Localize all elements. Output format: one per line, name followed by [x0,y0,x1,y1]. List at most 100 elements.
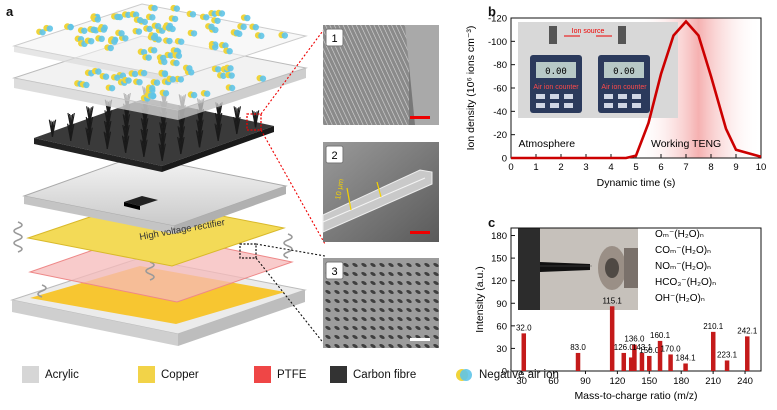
negative-air-ion [170,4,181,12]
counter-reading-right: 0.00 [613,67,635,77]
spectrum-bar [521,333,527,371]
negative-air-ion [225,71,235,79]
bar-value-label: 143.1 [632,343,653,352]
negative-air-ion [97,25,108,33]
negative-air-ion [105,84,116,92]
bar-value-label: 126.0 [614,343,635,352]
negative-air-ion [200,90,211,97]
legend-label: Carbon fibre [353,368,417,381]
bar-value-label: 223.1 [717,350,738,359]
panel-label-b: b [488,4,496,19]
legend-swatch [254,366,271,383]
legend-swatch [22,366,39,383]
zoom-connectors [255,27,326,346]
y-tick-label-c: 30 [496,344,507,355]
bar-value-label: 170.0 [661,344,682,353]
spectrum-bar [683,363,688,371]
negative-air-ions [36,4,289,102]
panel-label-c: c [488,215,496,230]
negative-air-ion [278,31,289,39]
brush-electrode-photo [518,228,638,310]
legend-item-ptfe: PTFE [254,366,306,383]
negative-air-ion [164,51,175,59]
y-tick-label-c: 120 [491,276,507,287]
bar-value-label: 150.0 [639,346,660,355]
spring-coils [13,221,293,298]
negative-air-ion [205,23,215,30]
y-tick-label-b: -60 [493,84,507,95]
negative-air-ion [110,74,121,81]
inset-number-1: 1 [331,33,337,45]
counter-label-left: Air ion counter [533,84,579,91]
negative-air-ion [137,48,148,56]
fibre-diameter-annotation: 10 μm [333,178,346,200]
negative-air-ion [249,23,259,31]
legend-label: PTFE [277,368,307,381]
y-axis-label-b: Ion density (10⁶ ions cm⁻³) [465,26,477,151]
x-tick-label-c: 240 [737,376,753,387]
negative-air-ion [158,69,169,77]
ion-density-series-line [511,19,762,160]
negative-air-ion [122,76,132,84]
bar-value-label: 83.0 [570,343,586,352]
negative-air-ion [95,35,105,43]
bar-value-label: 115.1 [602,296,622,305]
x-tick-label-b: 5 [633,162,638,173]
negative-air-ion [43,24,54,32]
region-label-atmosphere: Atmosphere [519,138,576,150]
negative-air-ion [166,75,177,83]
negative-air-ion [87,26,97,33]
spectrum-bar [639,352,645,371]
spectrum-bar [628,357,634,371]
legend-label: Acrylic [45,368,79,381]
negative-air-ion [237,23,247,31]
negative-air-ion [133,16,144,24]
legend-swatch [330,366,347,383]
x-axis-label-b: Dynamic time (s) [597,177,676,189]
negative-air-ion [132,27,143,35]
bar-value-label: 136.0 [624,335,645,344]
x-tick-label-b: 1 [533,162,538,173]
y-tick-label-c: 60 [496,321,507,332]
legend-item-carbon-fibre: Carbon fibre [330,366,416,383]
negative-air-ion [225,84,236,92]
negative-air-ion [36,28,46,36]
negative-air-ion [230,29,241,37]
legend-item-acrylic: Acrylic [22,366,79,383]
x-tick-label-b: 10 [756,162,767,173]
x-tick-label-b: 6 [658,162,663,173]
negative-air-ion [187,91,198,99]
bar-value-label: 242.1 [737,326,758,335]
y-tick-label-b: -40 [493,107,507,118]
negative-air-ion [143,25,153,33]
panel-label-a: a [6,4,14,19]
negative-air-ion [174,38,185,45]
spectrum-bar [724,360,730,371]
carbon-fibre-layer [34,98,274,172]
negative-air-ion [129,11,140,18]
x-tick-label-c: 180 [673,376,689,387]
bar-value-label: 160.1 [650,331,671,340]
x-tick-label-b: 9 [733,162,738,173]
negative-air-ion [208,43,219,51]
negative-air-ion [64,23,74,31]
inset-number-3: 3 [331,266,337,278]
negative-air-ion [104,44,114,52]
ion-source-label: Ion source [572,28,605,35]
negative-air-ion [174,75,185,83]
negative-air-ion [145,84,156,92]
negative-air-ion [111,13,121,21]
legend-item-negative-air-ion: Negative air ion [455,366,559,384]
spectrum-bar [657,340,663,371]
negative-air-ion [151,22,162,30]
negative-air-ion [147,33,158,41]
y-axis-label-c: Intensity (a.u.) [474,266,486,333]
counter-photo: 0.00 0.00 Air ion counter Air ion counte… [518,22,678,118]
spectrum-bar [710,331,716,371]
device-schematic: High voltage rectifier [10,3,326,346]
x-tick-label-c: 30 [516,376,527,387]
ion-density-chart: 0.00 0.00 Air ion counter Air ion counte… [465,14,766,190]
brush-tuft [86,106,94,124]
negative-air-ion [256,74,267,82]
